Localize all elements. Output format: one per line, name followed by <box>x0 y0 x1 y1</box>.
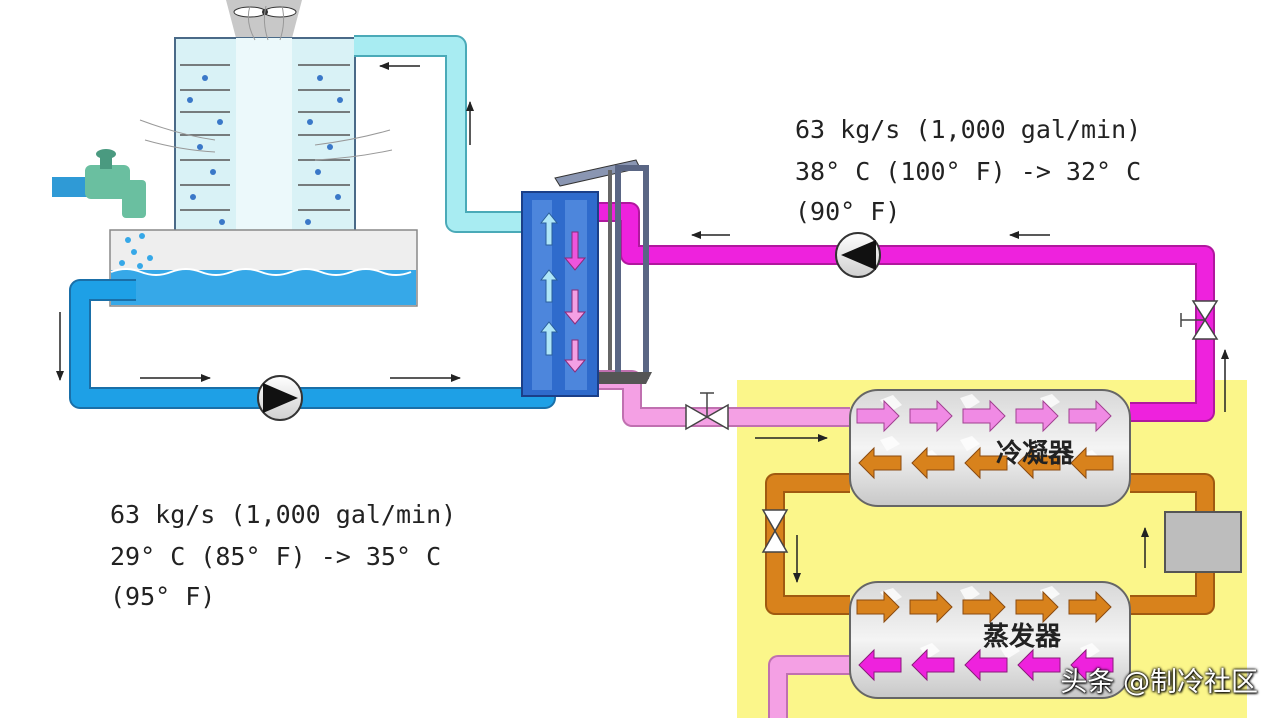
evaporator-label: 蒸发器 <box>983 621 1062 652</box>
upper-flow-temp-line-1: 38° C (100° F) -> 32° C <box>795 157 1142 186</box>
expansion-valve-icon <box>761 509 789 553</box>
chilled-water-pipe <box>770 657 850 718</box>
warm-water-pipe <box>354 37 530 231</box>
bypass-valve-icon <box>1180 300 1219 340</box>
water-tap-icon <box>52 149 146 218</box>
plate-heat-exchanger <box>521 159 652 397</box>
water-basin <box>109 229 418 307</box>
upper-flow-rate: 63 kg/s (1,000 gal/min) <box>795 115 1142 144</box>
compressor-box <box>1164 511 1242 573</box>
fill-packing <box>180 64 350 236</box>
flow-arrows <box>56 62 1229 583</box>
condenser-water-pump-icon <box>835 232 881 278</box>
condenser-label: 冷凝器 <box>996 438 1075 469</box>
evaporator-shell: 蒸发器 <box>849 581 1131 699</box>
lower-flow-temp-line-2: (95° F) <box>110 582 216 611</box>
lower-flow-temp-line-1: 29° C (85° F) -> 35° C <box>110 542 442 571</box>
warm-water-pipe-outline <box>354 35 530 233</box>
air-flow-lines <box>139 5 393 161</box>
condenser-shell: 冷凝器 <box>849 389 1131 507</box>
upper-flow-temp-line-2: (90° F) <box>795 197 901 226</box>
watermark: 头条 @制冷社区 <box>1060 667 1258 698</box>
fan-icon <box>233 6 297 18</box>
lower-flow-rate: 63 kg/s (1,000 gal/min) <box>110 500 457 529</box>
cooling-water-pump-icon <box>257 375 303 421</box>
condenser-water-valve-icon <box>685 392 729 431</box>
